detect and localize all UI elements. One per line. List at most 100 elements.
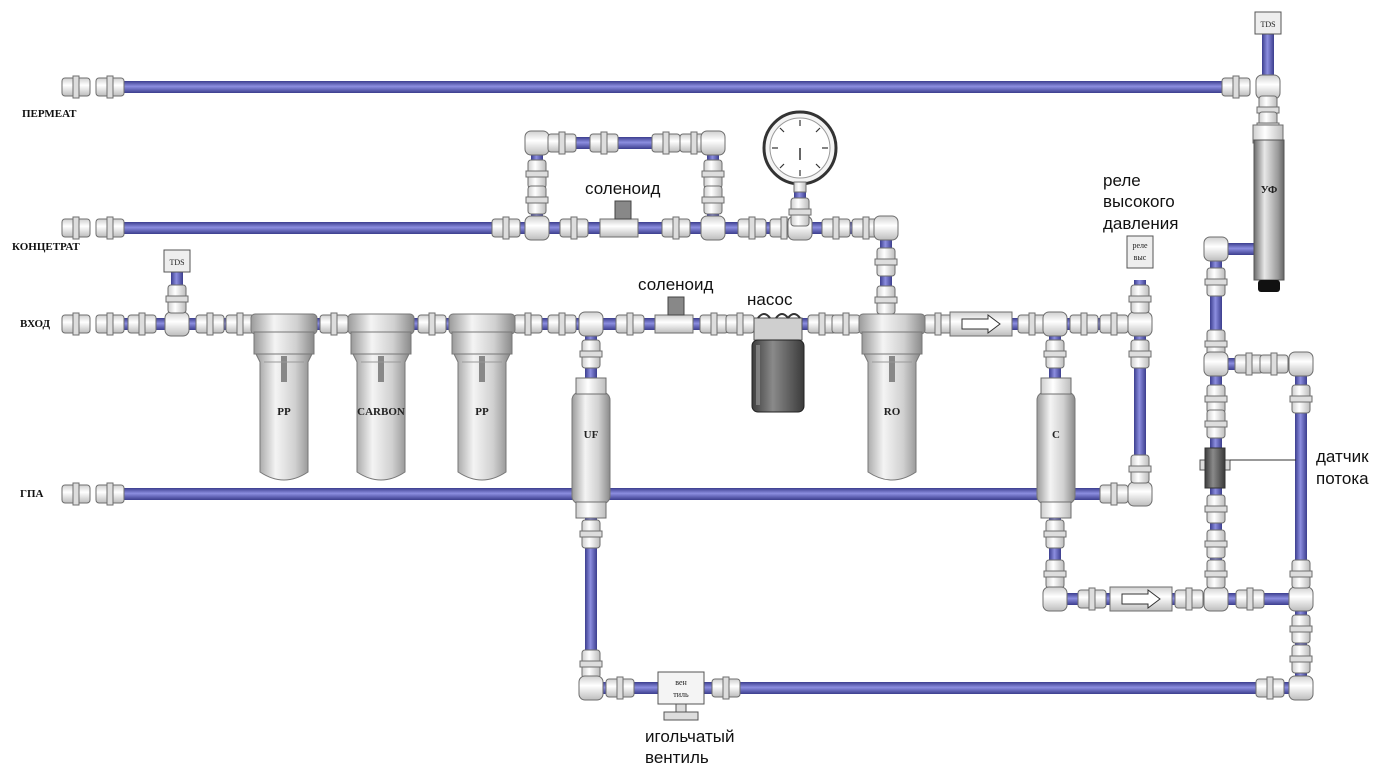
fitting [95,482,125,506]
fitting [1234,352,1264,376]
fitting [1204,267,1228,297]
elbow-fitting [873,215,899,241]
membrane-label: RO [884,406,901,418]
tds-outlet-label: TDS [1260,20,1275,29]
fitting [589,131,619,155]
tee-fitting [578,311,604,337]
fitting [95,75,125,99]
pump-icon [751,313,805,413]
elbow-fitting [1042,586,1068,612]
fitting [1099,482,1129,506]
label-pump: насос [747,290,793,309]
fitting [1069,312,1099,336]
fitting [127,312,157,336]
tds-inlet-box [163,249,191,273]
fitting [195,312,225,336]
label-concentrate: КОНЦЕТРАТ [12,241,80,253]
tee-fitting [700,215,726,241]
fitting [165,284,189,314]
fitting [615,312,645,336]
concentrate-tube [100,222,520,234]
fitting [851,216,881,240]
fitting [725,312,755,336]
fitting [699,312,729,336]
relay-box-label-1: реле [1132,241,1148,250]
label-solenoid-top: соленоид [585,179,660,198]
relay-box [1126,235,1154,269]
fitting [1259,352,1289,376]
fitting [319,312,349,336]
fitting [807,312,837,336]
label-relay-2: высокого [1103,192,1175,211]
fitting [579,649,603,679]
filter-label-3: PP [475,406,489,418]
fitting [1235,587,1265,611]
filter-housing-pp-2 [448,313,516,481]
fitting [513,312,543,336]
fitting [1204,494,1228,524]
fitting [831,312,861,336]
fitting [788,197,812,227]
filter-label-1: PP [277,406,291,418]
fitting [525,185,549,215]
fitting [661,216,691,240]
fitting [923,312,953,336]
filter-label-2: CARBON [357,406,405,418]
elbow-fitting [700,130,726,156]
fitting [95,216,125,240]
tee-fitting [1255,74,1281,100]
label-flow-1: датчик [1316,447,1369,466]
fitting [701,185,725,215]
fitting [1221,75,1251,99]
check-valve-arrow-icon [949,311,1013,337]
fitting [61,312,91,336]
flow-sensor-icon [1199,447,1296,489]
fitting [1128,284,1152,314]
fitting [525,159,549,189]
fitting [559,216,589,240]
fitting [874,285,898,315]
fitting [1289,644,1313,674]
tee-fitting [1203,586,1229,612]
relay-box-label-2: выс [1134,253,1147,262]
fitting [1099,312,1129,336]
uv-lamp [1252,124,1285,292]
elbow-fitting [1288,675,1314,701]
post-carbon-cartridge [1036,377,1076,519]
fitting [1017,312,1047,336]
label-needle-2: вентиль [645,748,709,767]
filter-housing-pp-1 [250,313,318,481]
uf-label: UF [584,429,599,441]
fitting [1174,587,1204,611]
hot-water-tube [100,488,1150,500]
post-carbon-label: C [1052,429,1060,441]
tee-fitting [1288,586,1314,612]
check-valve-arrow-icon-2 [1109,586,1173,612]
fitting [579,339,603,369]
uv-label: УФ [1261,184,1278,196]
fitting [1204,559,1228,589]
elbow-fitting [1203,236,1229,262]
fitting [701,159,725,189]
elbow-fitting [578,675,604,701]
fitting [1043,339,1067,369]
fitting [61,482,91,506]
solenoid-valve-main [654,296,694,334]
fitting [605,676,635,700]
fitting [1204,409,1228,439]
fitting [651,131,681,155]
drain-tube [590,682,1300,694]
fitting [95,312,125,336]
fitting [491,216,521,240]
tee-fitting [1127,311,1153,337]
fitting [1204,384,1228,414]
fitting [874,247,898,277]
fitting [1204,529,1228,559]
tee-fitting [1042,311,1068,337]
label-needle-1: игольчатый [645,727,734,746]
elbow-fitting [524,130,550,156]
label-inlet: ВХОД [20,318,50,330]
fitting [1077,587,1107,611]
fitting [547,312,577,336]
